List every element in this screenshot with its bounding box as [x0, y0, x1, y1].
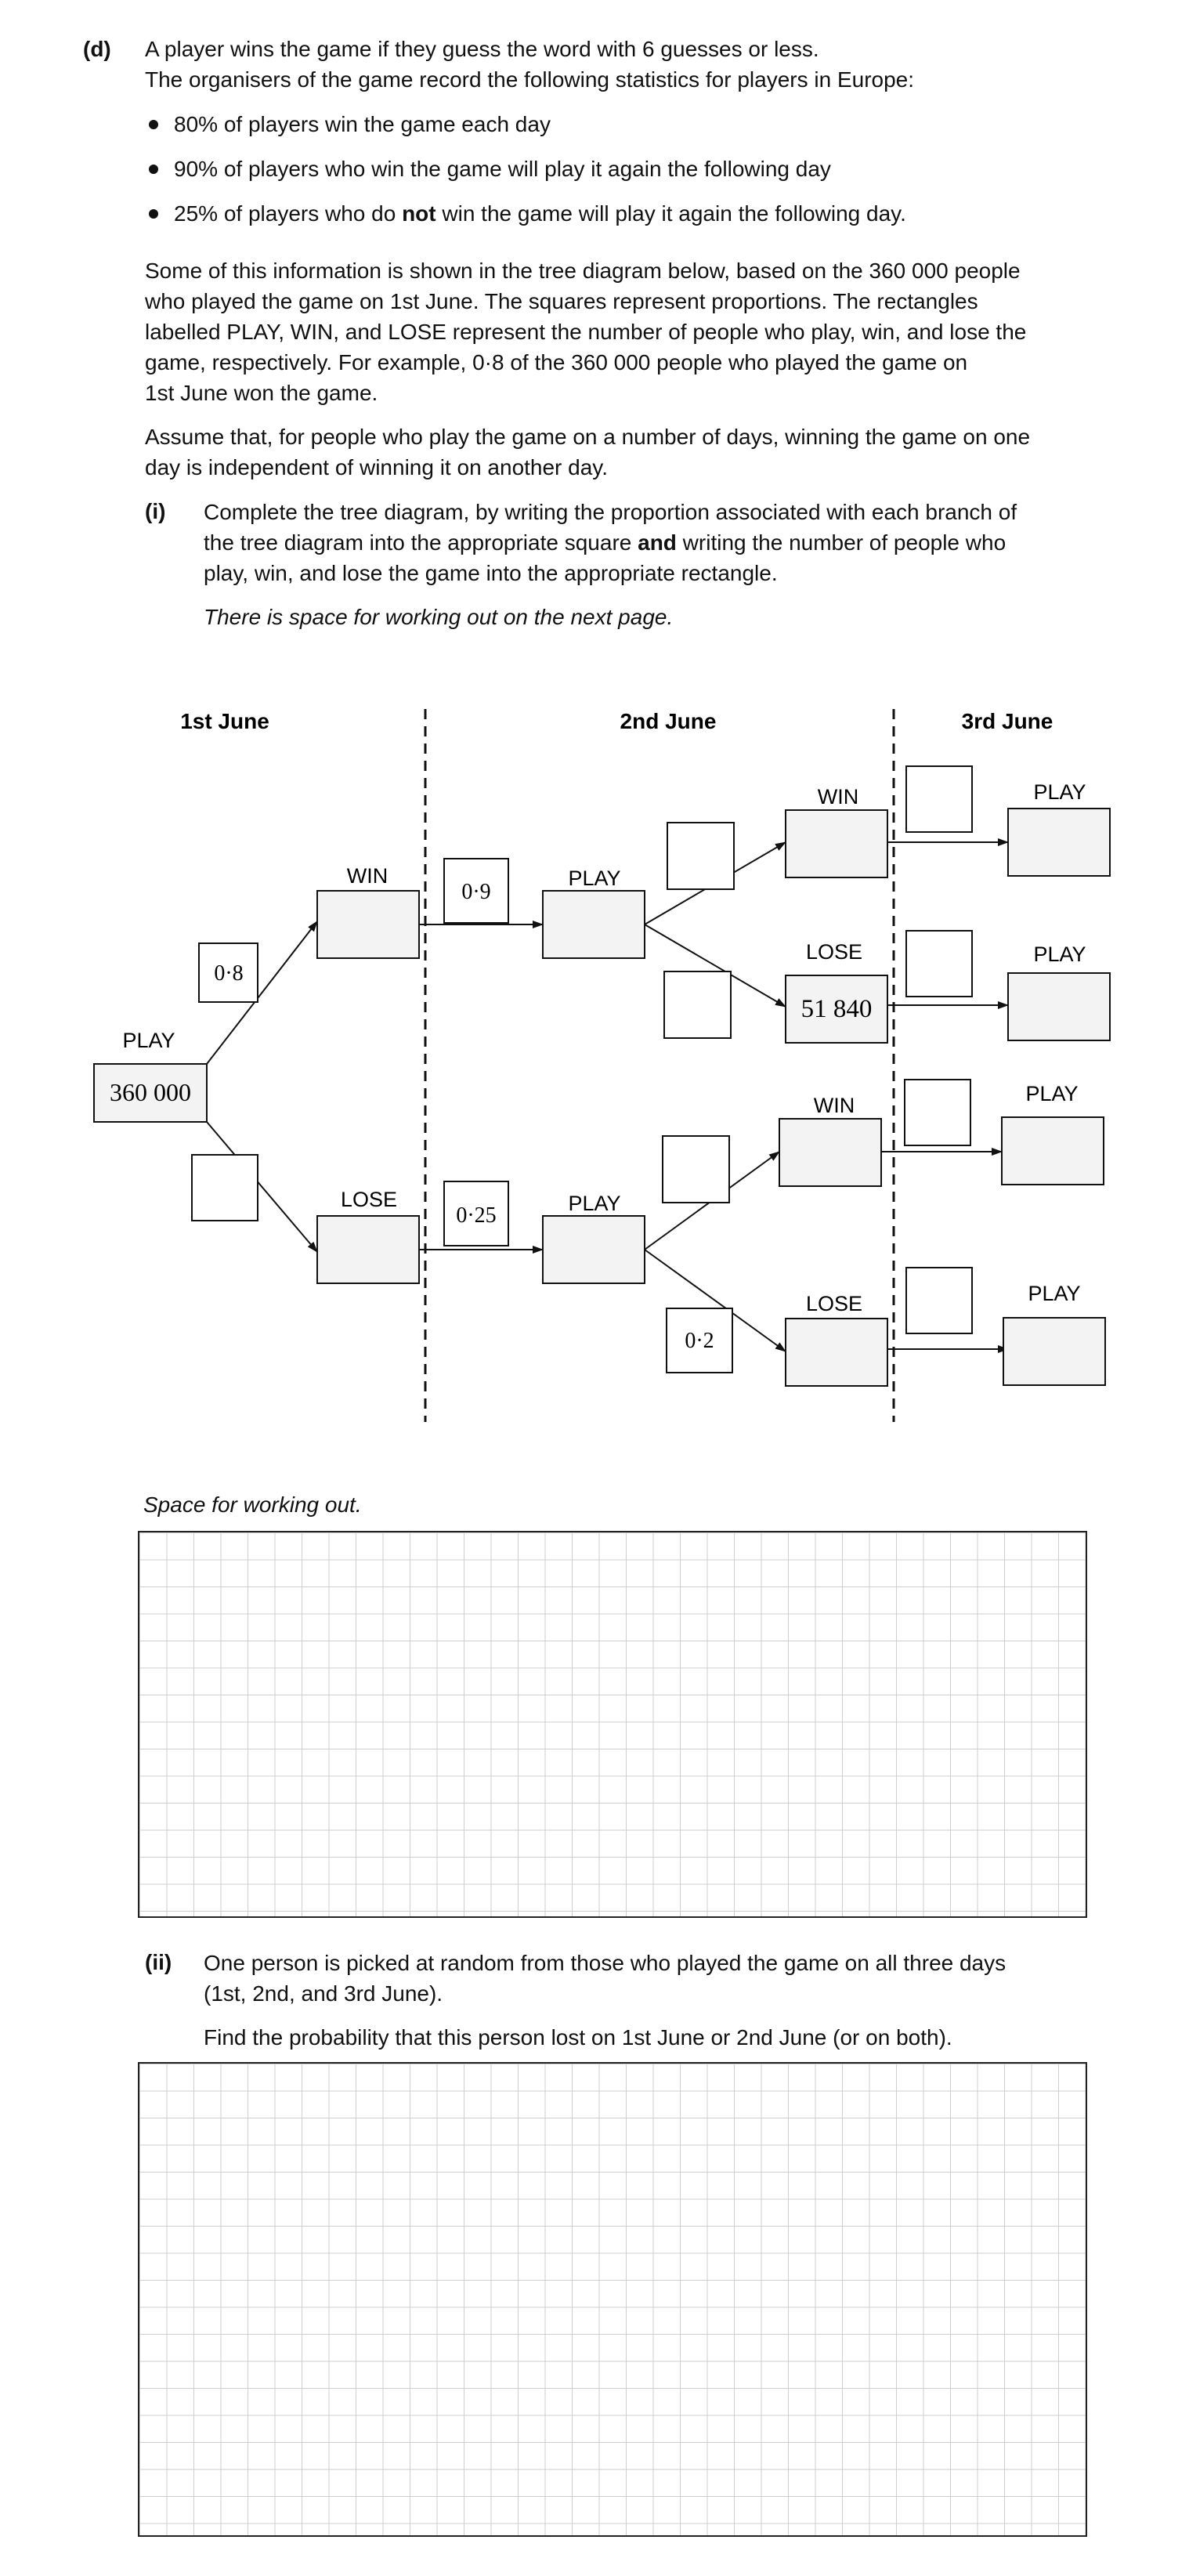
play-label: PLAY [568, 867, 620, 890]
day-header-3: 3rd June [962, 709, 1053, 733]
intro-line-1: A player wins the game if they guess the… [145, 37, 819, 61]
lose-box-day2-upper[interactable] [785, 975, 888, 1044]
answer-grid-ii[interactable] [138, 2062, 1087, 2537]
bullet-dot [149, 120, 158, 129]
play-label: PLAY [1025, 1082, 1078, 1105]
lose-box-day1[interactable] [316, 1215, 420, 1284]
prob-square-win-day1[interactable] [198, 942, 258, 1003]
lose-label: LOSE [341, 1188, 397, 1211]
win-box-day2-upper[interactable] [785, 809, 888, 878]
prob-square-play-after-lose[interactable] [443, 1181, 509, 1246]
start-value: 360 000 [110, 1078, 191, 1106]
play-box-day3-4[interactable] [1003, 1317, 1106, 1386]
working-label: Space for working out. [143, 1492, 362, 1517]
prob-square-win-day2-upper[interactable] [667, 822, 735, 890]
play-label: PLAY [1033, 942, 1086, 966]
prob-square-lose-day1[interactable] [191, 1154, 258, 1221]
prob-play-after-win: 0·9 [461, 880, 490, 904]
part-i-label: (i) [145, 499, 166, 523]
prob-square-lose-day2-upper[interactable] [663, 971, 732, 1039]
prob-square-win-day2-lower[interactable] [662, 1135, 730, 1203]
para2-line1: Assume that, for people who play the gam… [145, 425, 1031, 449]
tree-diagram: 1st June 2nd June 3rd June PLAY 360 000 … [93, 709, 1111, 1422]
play-box-start [93, 1063, 208, 1123]
prob-square-lose-day2-lower[interactable] [666, 1308, 733, 1373]
para1-line2: who played the game on 1st June. The squ… [145, 289, 978, 313]
play-box-day2-lower[interactable] [542, 1215, 645, 1284]
play-box-day3-1[interactable] [1007, 808, 1111, 877]
lose-label: LOSE [806, 940, 862, 964]
win-box-day1[interactable] [316, 890, 420, 959]
play-box-day3-3[interactable] [1001, 1116, 1104, 1185]
part-i-line3: play, win, and lose the game into the ap… [204, 561, 778, 585]
bullet-dot [149, 209, 158, 219]
prob-lose-day2-lower: 0·2 [685, 1329, 714, 1353]
bullet-dot [149, 165, 158, 174]
win-label: WIN [814, 1094, 855, 1117]
branch-lose-day2-lower [644, 1249, 786, 1352]
part-ii-line3: Find the probability that this person lo… [204, 2025, 952, 2050]
prob-play-after-lose: 0·25 [456, 1203, 496, 1228]
win-label: WIN [818, 785, 858, 809]
para1-line3: labelled PLAY, WIN, and LOSE represent t… [145, 320, 1027, 344]
part-ii-label: (ii) [145, 1950, 172, 1974]
lose-count-day2: 51 840 [801, 995, 873, 1023]
day-header-2: 2nd June [620, 709, 717, 733]
play-label: PLAY [1028, 1282, 1080, 1305]
branch-lose-day2-upper [644, 924, 786, 1008]
lose-label: LOSE [806, 1292, 862, 1315]
bullet-3: 25% of players who do not win the game w… [174, 201, 906, 226]
part-d-label: (d) [83, 37, 111, 61]
branch-win-day1 [206, 921, 318, 1065]
prob-square-day3-4[interactable] [905, 1267, 973, 1334]
part-ii-line2: (1st, 2nd, and 3rd June). [204, 1981, 443, 2006]
bullet-2: 90% of players who win the game will pla… [174, 157, 831, 181]
intro-line-2: The organisers of the game record the fo… [145, 67, 915, 92]
prob-win-day1: 0·8 [214, 961, 243, 986]
day-header-1: 1st June [180, 709, 269, 733]
play-box-day2-upper[interactable] [542, 890, 645, 959]
prob-square-day3-3[interactable] [904, 1079, 971, 1146]
branch-lose-day1 [206, 1121, 318, 1253]
bullet-1: 80% of players win the game each day [174, 112, 551, 136]
working-grid-1[interactable] [138, 1531, 1087, 1918]
win-box-day2-lower[interactable] [779, 1118, 882, 1187]
para1-line1: Some of this information is shown in the… [145, 259, 1021, 283]
part-i-line2: the tree diagram into the appropriate sq… [204, 530, 1006, 555]
para2-line2: day is independent of winning it on anot… [145, 455, 609, 479]
play-label: PLAY [1033, 780, 1086, 804]
play-label: PLAY [122, 1029, 175, 1052]
prob-square-play-after-win[interactable] [443, 858, 509, 924]
para1-line4: game, respectively. For example, 0·8 of … [145, 350, 968, 374]
part-ii-line1: One person is picked at random from thos… [204, 1951, 1006, 1975]
play-label: PLAY [568, 1192, 620, 1215]
part-i-note: There is space for working out on the ne… [204, 605, 674, 629]
para1-line5: 1st June won the game. [145, 381, 378, 405]
win-label: WIN [347, 864, 388, 888]
prob-square-day3-2[interactable] [905, 930, 973, 997]
part-i-line1: Complete the tree diagram, by writing th… [204, 500, 1017, 524]
prob-square-day3-1[interactable] [905, 765, 973, 833]
lose-box-day2-lower[interactable] [785, 1318, 888, 1387]
play-box-day3-2[interactable] [1007, 972, 1111, 1041]
